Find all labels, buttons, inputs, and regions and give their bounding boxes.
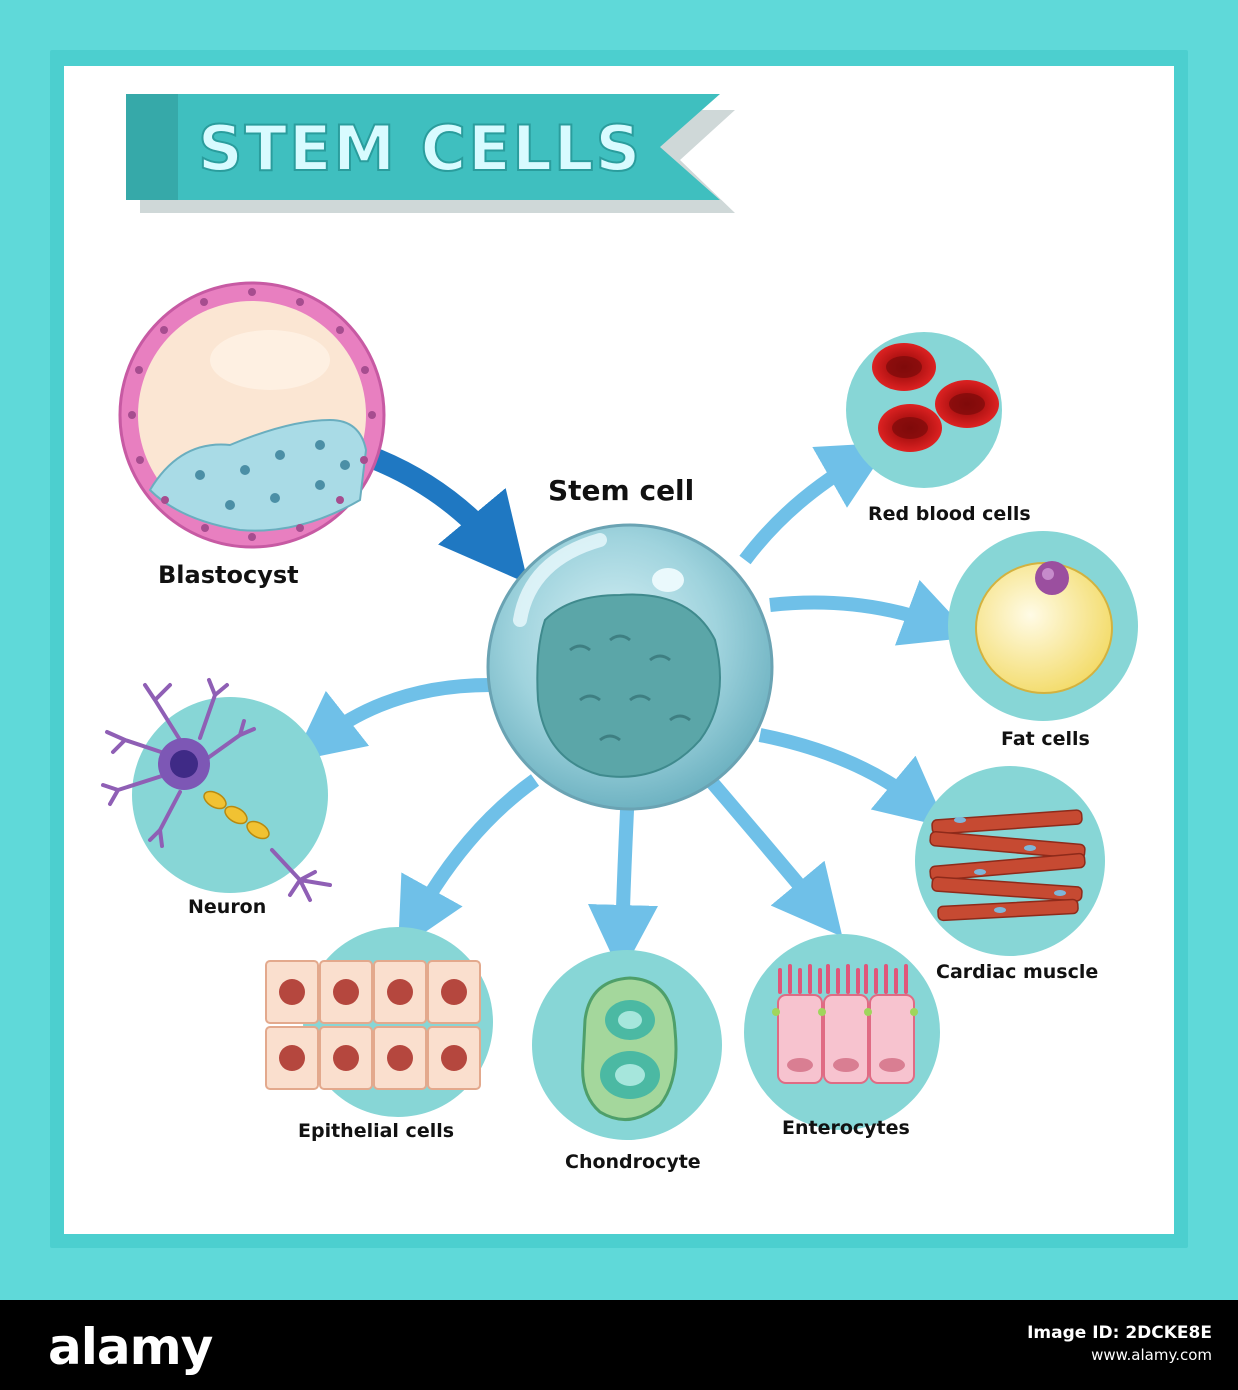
footer-info: Image ID: 2DCKE8E www.alamy.com xyxy=(1027,1322,1212,1366)
arrow-to-neuron xyxy=(292,678,491,762)
title-banner: STEM CELLS xyxy=(126,94,735,213)
label-fat-cells: Fat cells xyxy=(1001,728,1090,750)
label-red-blood-cells: Red blood cells xyxy=(868,503,1031,525)
chondrocyte-illustration xyxy=(532,950,722,1140)
label-blastocyst: Blastocyst xyxy=(158,561,299,589)
label-cardiac-muscle: Cardiac muscle xyxy=(936,961,1098,983)
arrows xyxy=(292,442,973,975)
title-text: STEM CELLS xyxy=(198,112,642,185)
arrow-to-chondrocyte xyxy=(588,789,658,975)
label-enterocytes: Enterocytes xyxy=(782,1117,910,1139)
cardiac-muscle-illustration xyxy=(915,766,1105,956)
footer-site: www.alamy.com xyxy=(1091,1346,1212,1364)
footer-bar: alamy Image ID: 2DCKE8E www.alamy.com xyxy=(0,1300,1238,1390)
neuron-illustration xyxy=(101,678,332,902)
label-epithelial-cells: Epithelial cells xyxy=(298,1120,454,1142)
footer-image-id: Image ID: 2DCKE8E xyxy=(1027,1323,1212,1343)
stem-cells-diagram: STEM CELLS Blastocyst xyxy=(101,94,1138,1173)
arrow-to-cardiac xyxy=(758,728,947,828)
label-chondrocyte: Chondrocyte xyxy=(565,1151,701,1173)
fat-cells-illustration xyxy=(948,531,1138,721)
label-stem-cell: Stem cell xyxy=(548,474,694,507)
arrow-to-rbc xyxy=(739,442,891,565)
label-neuron: Neuron xyxy=(188,896,266,918)
footer-logo: alamy xyxy=(48,1318,213,1376)
red-blood-cells-illustration xyxy=(846,332,1002,488)
blastocyst-illustration xyxy=(118,281,386,549)
epithelial-cells-illustration xyxy=(265,927,493,1117)
arrow-to-fat xyxy=(769,579,973,646)
arrow-blastocyst-to-stem xyxy=(367,449,529,584)
stem-cell-illustration xyxy=(486,523,774,811)
arrow-to-enterocytes xyxy=(704,775,843,937)
arrow-to-epithelial xyxy=(397,774,540,951)
enterocytes-illustration xyxy=(744,934,940,1130)
